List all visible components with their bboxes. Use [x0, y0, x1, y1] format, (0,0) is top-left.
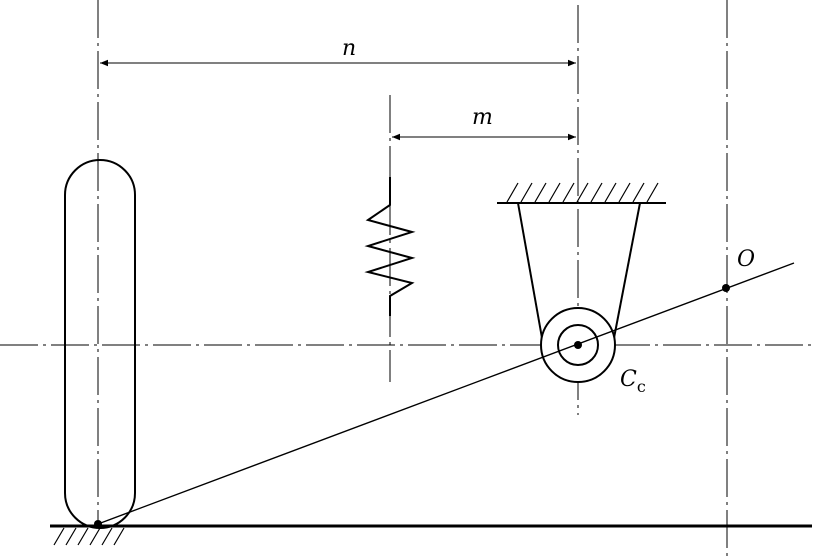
- dimension-m: m: [392, 105, 576, 141]
- swing-arm-line: [97, 262, 795, 525]
- contact-point: [94, 520, 102, 528]
- fixed-support: [497, 182, 666, 339]
- bracket-left-link: [517, 202, 543, 339]
- bracket-right-link: [613, 202, 641, 339]
- dimension-m-label: m: [472, 105, 493, 130]
- ground: [50, 524, 812, 546]
- label-cc: Cc: [620, 367, 646, 396]
- pivot-bushing: [540, 307, 616, 383]
- label-cc-main: C: [620, 367, 637, 392]
- label-cc-sub: c: [637, 377, 646, 396]
- instant-center-point: [722, 284, 730, 292]
- dimension-n-label: n: [342, 36, 356, 61]
- wheel: [64, 159, 136, 529]
- spring: [364, 177, 416, 316]
- label-o: O: [737, 247, 755, 272]
- dimension-n: n: [100, 36, 576, 67]
